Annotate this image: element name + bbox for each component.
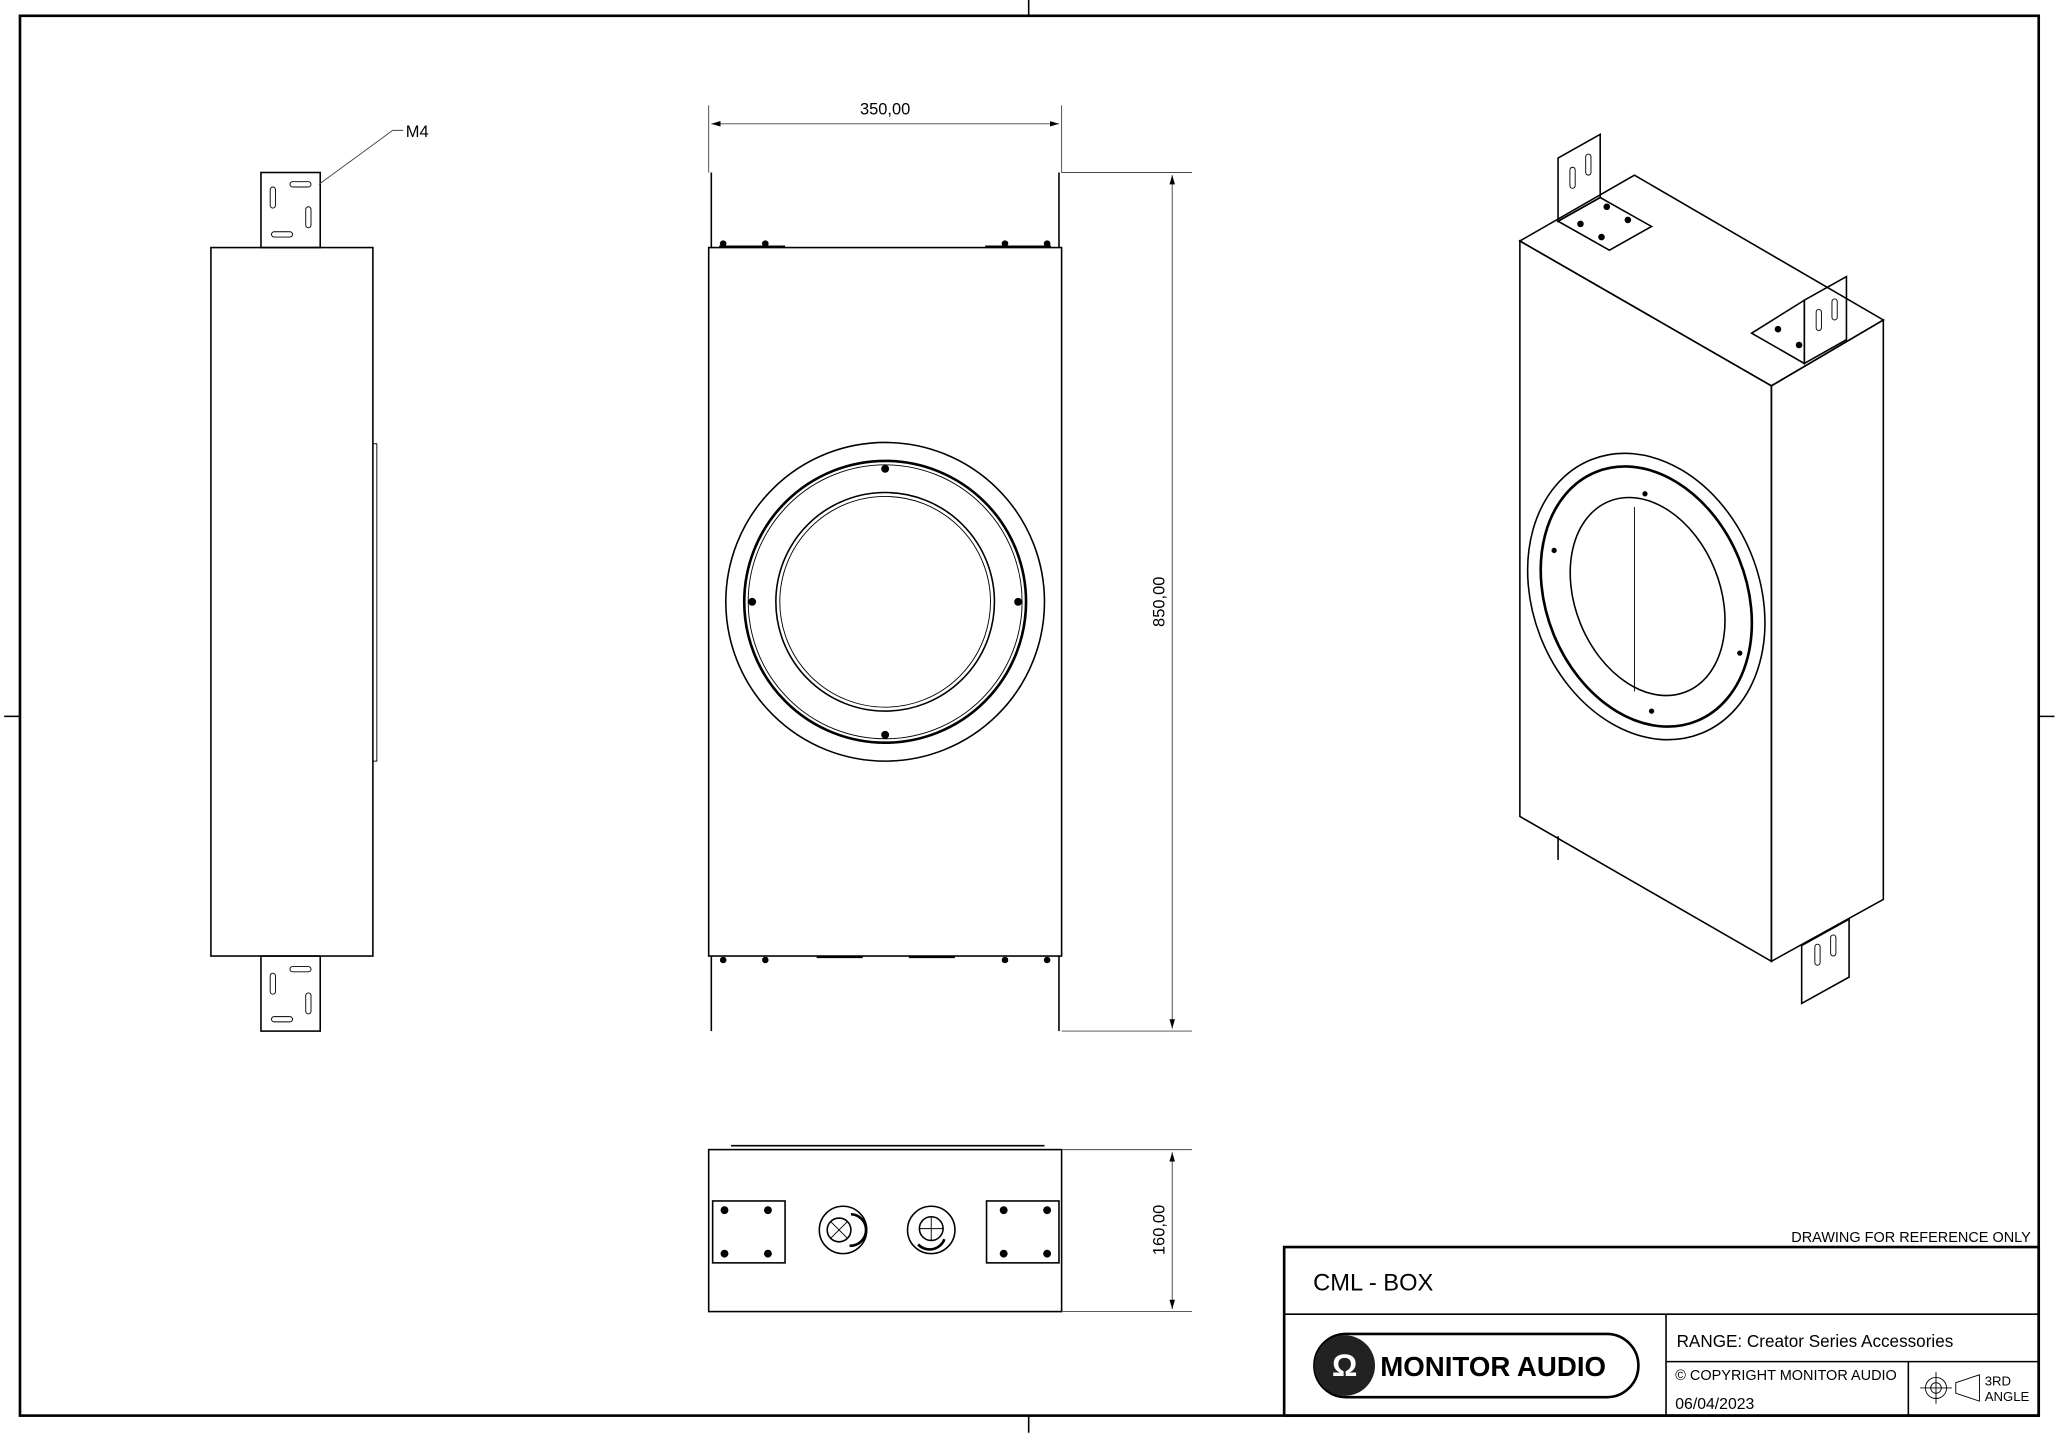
title-block: DRAWING FOR REFERENCE ONLY CML - BOX RAN… (1282, 1230, 2041, 1417)
brand-mark: Ω (1332, 1347, 1357, 1383)
range-label: RANGE: Creator Series Accessories (1677, 1332, 1954, 1351)
reference-note: DRAWING FOR REFERENCE ONLY (1791, 1230, 2031, 1246)
m4-callout: M4 (406, 123, 429, 141)
height-dimension: 850,00 (1150, 577, 1168, 627)
brand-logo: Ω MONITOR AUDIO (1313, 1332, 1640, 1399)
brand-name: MONITOR AUDIO (1380, 1351, 1606, 1382)
drawing-title: CML - BOX (1313, 1271, 1433, 1297)
third-angle-projection-icon (1920, 1372, 1980, 1404)
front-view: 350,00 850,00 (707, 101, 1192, 1032)
iso-bracket-top-left (1556, 132, 1654, 252)
bottom-bracket (260, 955, 322, 1032)
iso-bracket-top-right (1750, 275, 1848, 365)
drawing-frame (4, 0, 2055, 1433)
top-bracket (260, 171, 322, 249)
bottom-view: 160,00 (707, 1144, 1192, 1313)
projection-line1: 3RD (1985, 1373, 2011, 1388)
side-view: M4 (210, 123, 429, 1032)
width-dimension: 350,00 (860, 101, 910, 119)
isometric-view (1518, 132, 1885, 1005)
depth-dimension: 160,00 (1150, 1205, 1168, 1255)
projection-line2: ANGLE (1985, 1389, 2030, 1404)
drawing-date: 06/04/2023 (1675, 1396, 1754, 1413)
copyright: © COPYRIGHT MONITOR AUDIO (1675, 1368, 1897, 1384)
iso-bracket-bottom (1557, 836, 1850, 1005)
